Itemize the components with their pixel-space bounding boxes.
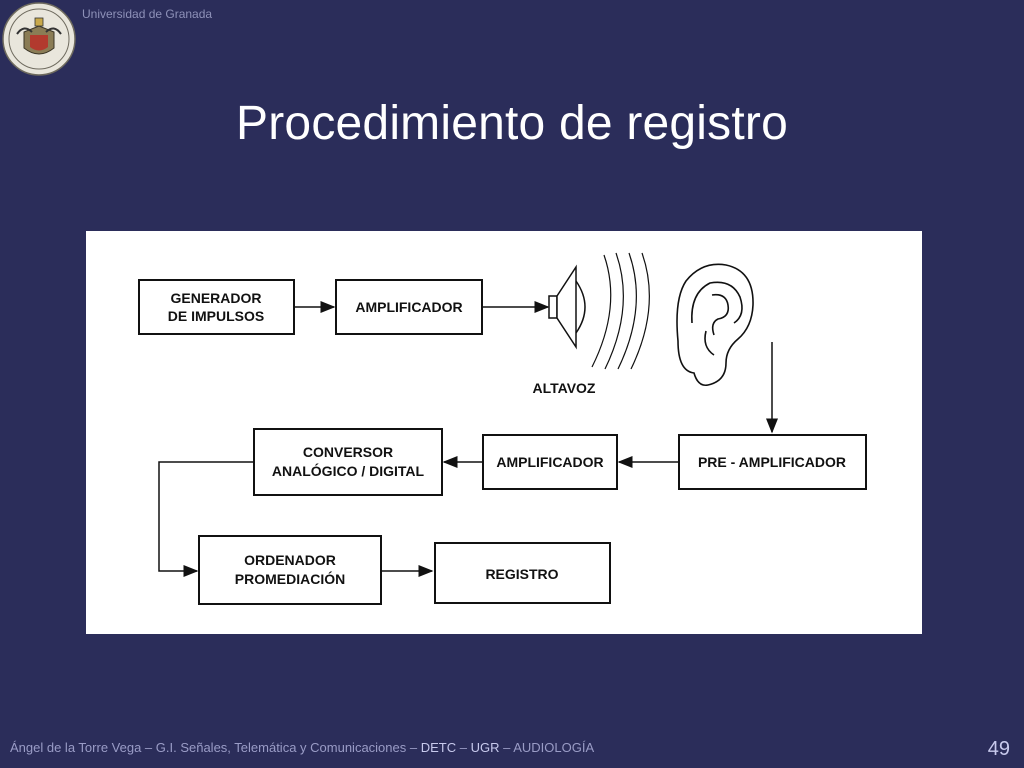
amplificador-mid-label: AMPLIFICADOR <box>496 454 603 470</box>
institution-name: Universidad de Granada <box>82 7 213 21</box>
ordenador-promediacion-box: ORDENADOR PROMEDIACIÓN <box>198 535 382 605</box>
diagram-canvas: GENERADOR DE IMPULSOS AMPLIFICADOR <box>138 252 867 605</box>
amplificador-mid-box: AMPLIFICADOR <box>482 434 618 490</box>
footer-credits: Ángel de la Torre Vega – G.I. Señales, T… <box>10 740 594 755</box>
footer-sep1: – <box>456 740 471 755</box>
altavoz-label: ALTAVOZ <box>533 380 596 396</box>
footer-course: AUDIOLOGÍA <box>513 740 595 755</box>
pre-amplificador-box: PRE - AMPLIFICADOR <box>678 434 867 490</box>
conversor-ad-box: CONVERSOR ANALÓGICO / DIGITAL <box>253 428 443 496</box>
footer-ugr: UGR <box>470 740 500 755</box>
conversor-line2: ANALÓGICO / DIGITAL <box>272 462 425 479</box>
generador-impulsos-box: GENERADOR DE IMPULSOS <box>138 279 295 335</box>
registro-box: REGISTRO <box>434 542 611 604</box>
registro-label: REGISTRO <box>485 566 558 582</box>
page-number: 49 <box>987 738 1010 760</box>
arrow-conversor-to-ordenador <box>158 461 254 577</box>
university-seal-logo <box>2 2 76 76</box>
ordenador-line1: ORDENADOR <box>244 552 336 568</box>
footer-detc: DETC <box>420 740 457 755</box>
speaker-icon <box>548 264 586 350</box>
ear-icon <box>676 263 754 387</box>
footer-author: Ángel de la Torre Vega – G.I. Señales, T… <box>10 740 421 755</box>
generador-line1: GENERADOR <box>170 290 261 306</box>
generador-line2: DE IMPULSOS <box>168 308 264 324</box>
sound-waves-icon <box>591 252 650 370</box>
amplificador-top-box: AMPLIFICADOR <box>335 279 483 335</box>
footer-sep2: – <box>499 740 514 755</box>
ordenador-line2: PROMEDIACIÓN <box>235 570 345 587</box>
recording-procedure-diagram: GENERADOR DE IMPULSOS AMPLIFICADOR <box>86 231 922 634</box>
conversor-line1: CONVERSOR <box>303 444 393 460</box>
amplificador-top-label: AMPLIFICADOR <box>355 299 462 315</box>
slide-title: Procedimiento de registro <box>236 97 788 150</box>
pre-amplificador-label: PRE - AMPLIFICADOR <box>698 454 846 470</box>
